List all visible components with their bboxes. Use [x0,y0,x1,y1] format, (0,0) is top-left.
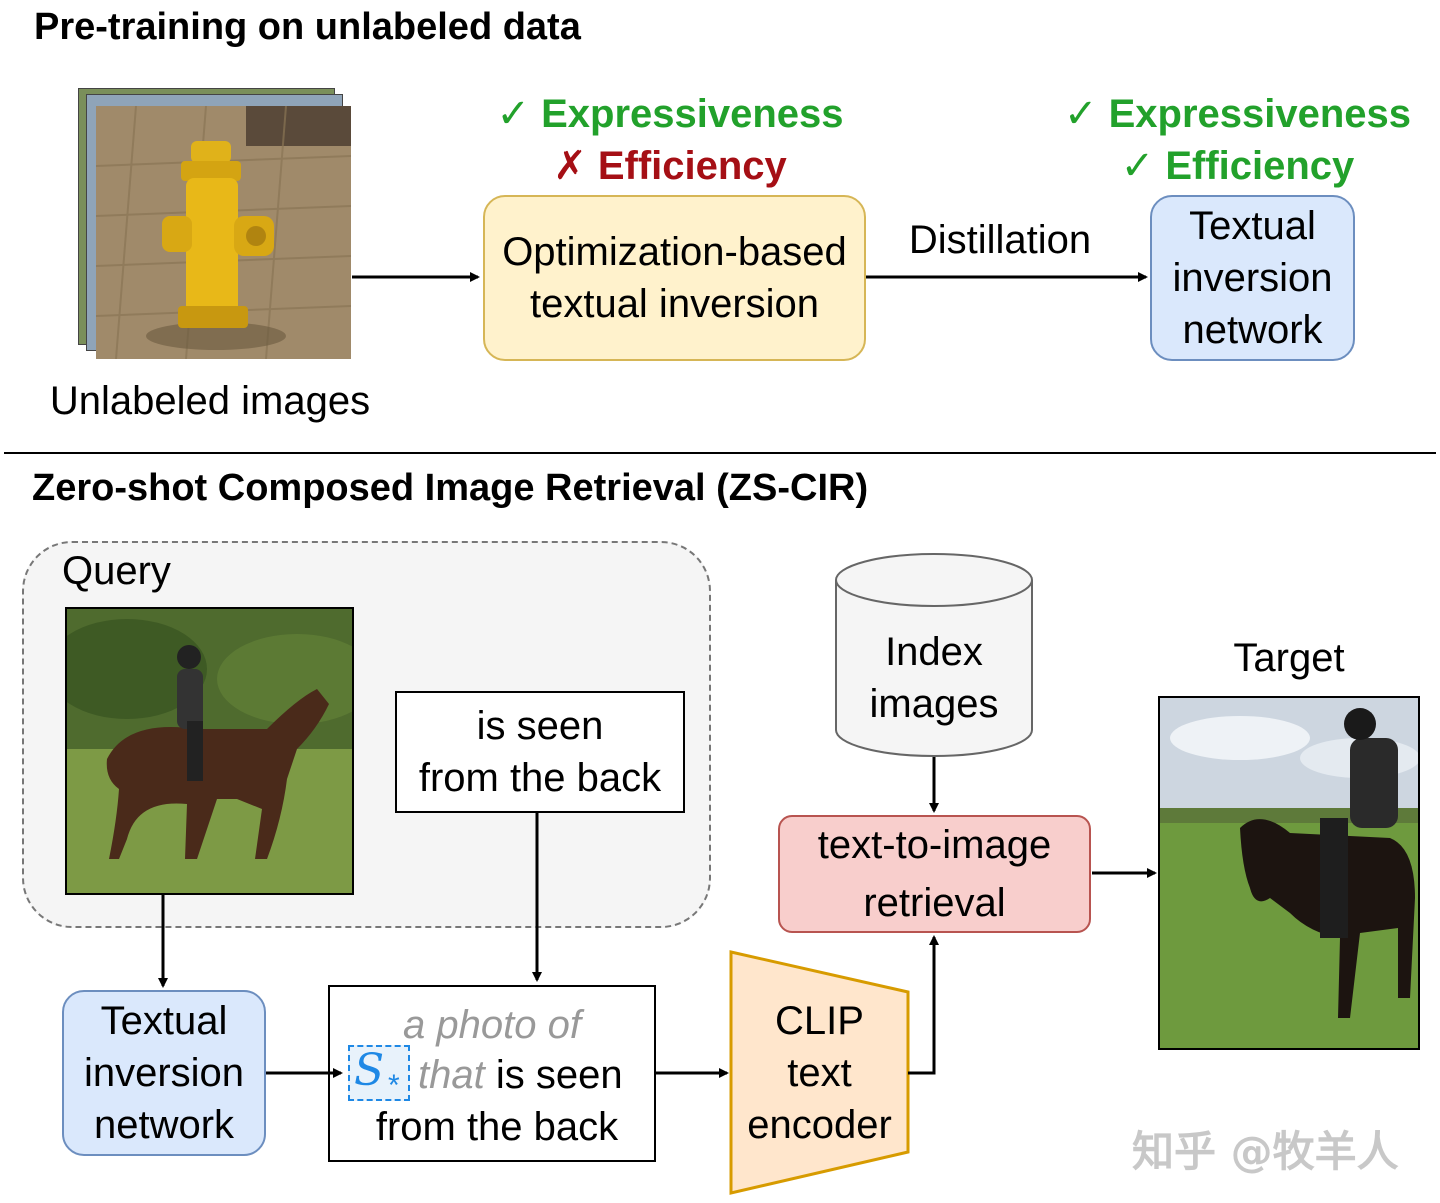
unlabeled-images-stack [78,88,353,363]
section-divider [4,452,1436,454]
token-symbol: S [354,1045,385,1096]
tin-top-line2: inversion [1172,256,1333,300]
text-to-image-retrieval-box: text-to-image retrieval [778,815,1091,933]
tin-bottom-line3: network [93,1103,235,1147]
prompt-that: that [418,1053,485,1097]
distillation-label: Distillation [908,218,1092,262]
fire-hydrant-illustration [96,106,351,359]
textual-inversion-network-box-top: Textual inversion network [1150,195,1355,361]
opt-tags: ✓ Expressiveness ✗ Efficiency [460,88,880,192]
prompt-is-seen: is seen [484,1053,623,1097]
unlabeled-images-label: Unlabeled images [49,379,371,423]
prompt-line2: that is seen [418,1049,623,1101]
target-label: Target [1233,636,1345,680]
clip-encoder-label: CLIP text encoder [731,995,908,1151]
tin-bottom-line1: Textual [100,999,228,1043]
watermark: 知乎 @牧羊人 [1132,1127,1399,1176]
tin-expressiveness-tag: ✓ Expressiveness [1063,92,1412,136]
caption-line1: is seen [476,704,604,748]
tin-efficiency-tag: ✓ Efficiency [1120,144,1355,188]
query-label: Query [62,549,171,593]
retrieval-line1: text-to-image [817,823,1052,867]
query-horse-image [65,607,354,895]
prompt-line1: a photo of [403,1003,581,1047]
index-database-shape [835,553,1033,757]
opt-expressiveness-tag: ✓ Expressiveness [496,92,844,136]
composed-prompt-box: a photo of S * that is seen from the bac… [328,985,656,1162]
opt-box-line2: textual inversion [529,282,820,326]
clip-line1: CLIP [775,999,864,1043]
rider-horse-illustration [67,609,352,893]
clip-line2: text [787,1051,852,1095]
tin-tags: ✓ Expressiveness ✓ Efficiency [1040,88,1435,192]
clip-line3: encoder [747,1103,892,1147]
pretraining-heading: Pre-training on unlabeled data [34,6,581,48]
target-horse-image [1158,696,1420,1050]
fire-hydrant-image [96,106,351,359]
token-subscript: * [388,1069,400,1102]
arrow-clip-to-retrieval [908,935,939,1075]
pseudo-word-token: S * [348,1045,410,1102]
prompt-line3: from the back [375,1105,619,1149]
clip-encoder-shape [729,950,910,1195]
tin-top-line3: network [1182,308,1323,352]
tin-bottom-line2: inversion [83,1051,245,1095]
index-images-label: Index images [836,626,1032,730]
target-rider-illustration [1160,698,1418,1048]
index-line2: images [869,682,999,726]
textual-inversion-network-box-bottom: Textual inversion network [62,990,266,1156]
retrieval-line2: retrieval [863,881,1006,925]
opt-efficiency-tag: ✗ Efficiency [553,144,787,188]
caption-line2: from the back [418,756,662,800]
opt-box-line1: Optimization-based [502,230,847,274]
tin-top-line1: Textual [1189,204,1316,248]
index-line1: Index [885,630,983,674]
caption-text-box: is seen from the back [395,691,685,813]
zscir-heading: Zero-shot Composed Image Retrieval (ZS-C… [32,467,869,509]
optimization-inversion-box: Optimization-based textual inversion [483,195,866,361]
